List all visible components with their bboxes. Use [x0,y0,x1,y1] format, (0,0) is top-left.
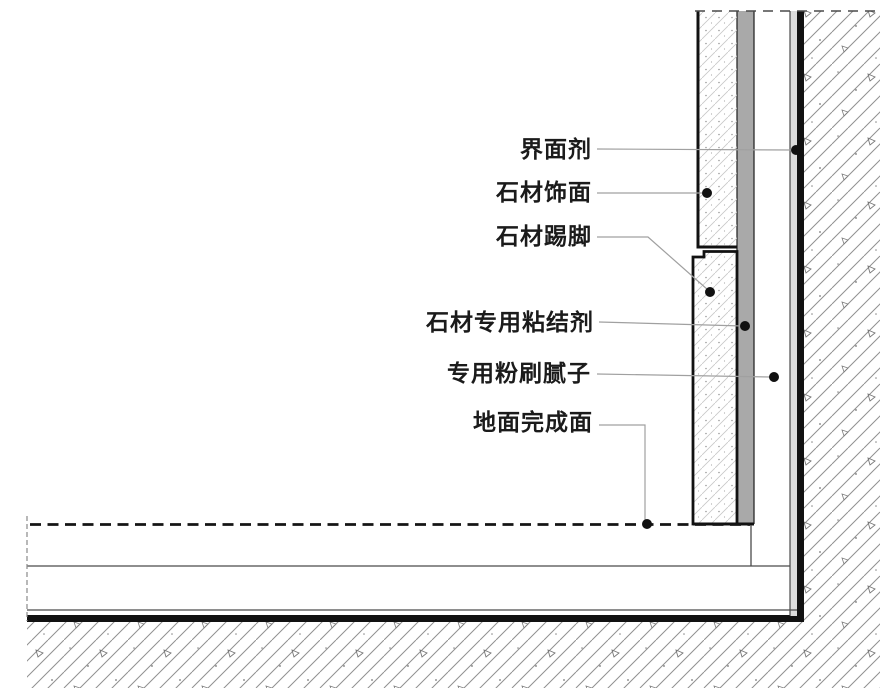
stone-veneer-panel [698,11,737,247]
adhesive-layer [737,11,754,524]
label-stone-skirting: 石材踢脚 [496,223,592,250]
label-stone-adhesive: 石材专用粘结剂 [426,309,594,336]
label-stone-veneer: 石材饰面 [496,179,592,206]
structure-corner-line [27,11,804,622]
dot-stone-veneer [702,188,712,198]
leader-floor-finish-level [599,424,646,522]
leader-stone-adhesive [598,321,744,327]
label-floor-finish-level: 地面完成面 [473,409,593,436]
stone-skirting-panel [691,250,739,526]
dot-stone-adhesive [740,321,750,331]
dot-interface-agent [791,145,801,155]
leader-plaster-putty [596,373,772,378]
label-plaster-putty: 专用粉刷腻子 [447,360,591,387]
interface-agent-layer [790,11,797,616]
dot-plaster-putty [769,372,779,382]
leader-stone-skirting [597,236,709,291]
dot-stone-skirting [705,287,715,297]
label-interface-agent: 界面剂 [520,136,592,163]
leader-interface-agent [596,148,795,151]
putty-layer [754,11,790,566]
dot-floor-finish-level [642,519,652,529]
